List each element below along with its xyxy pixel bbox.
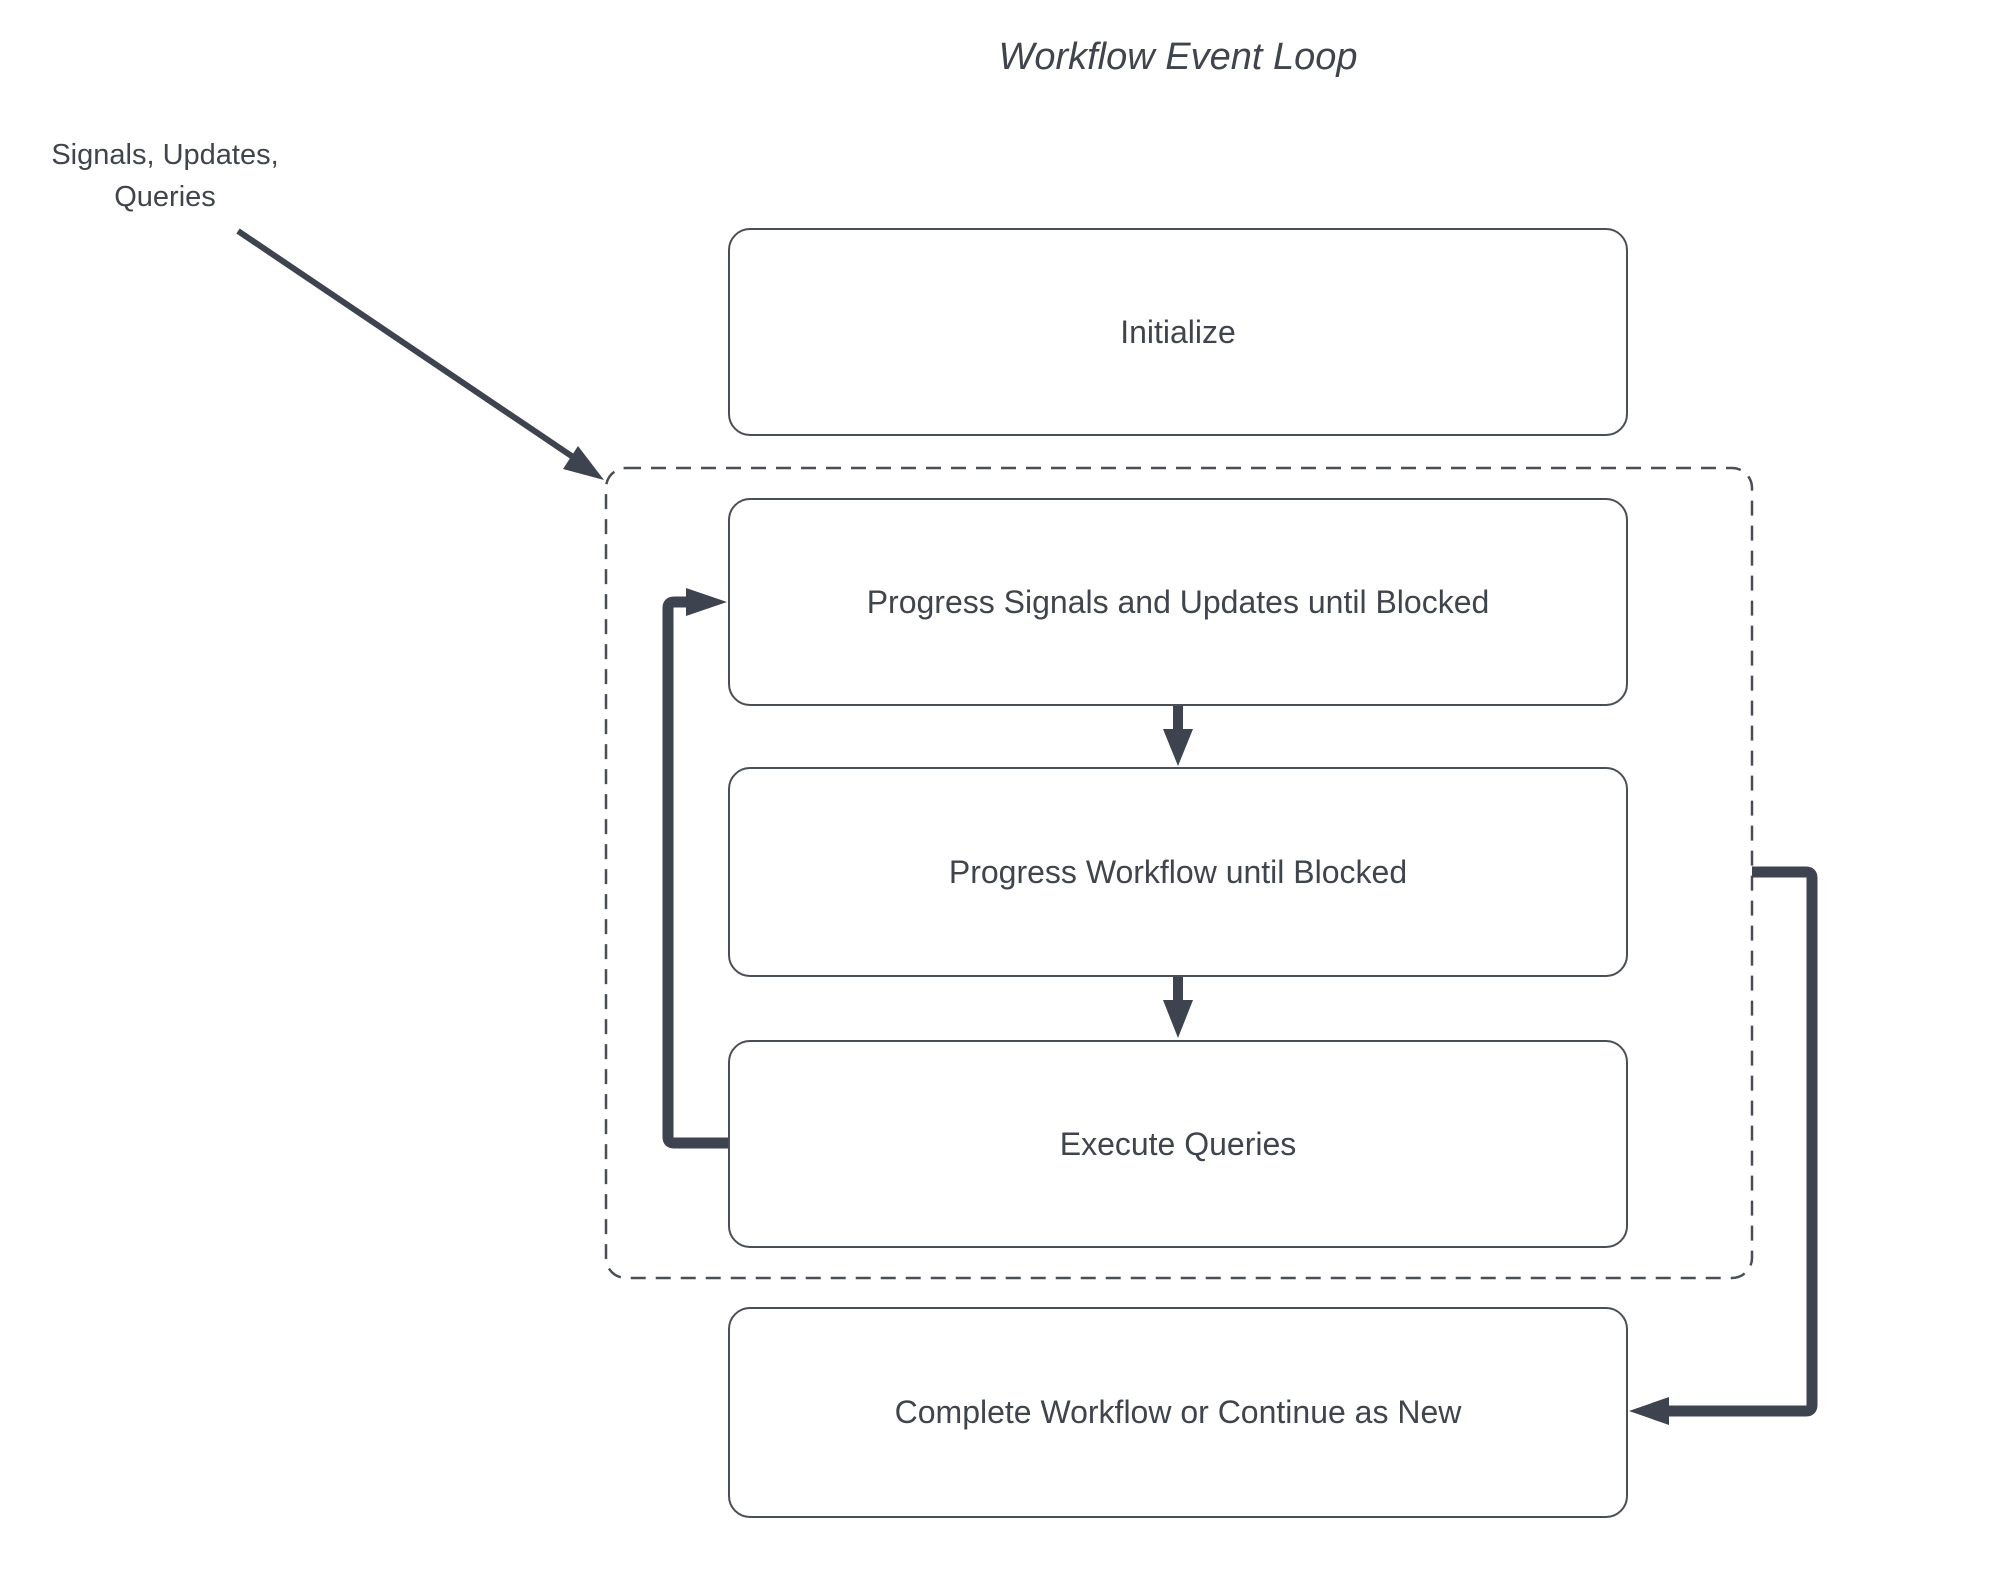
query-loop-arrow-line bbox=[662, 596, 728, 1149]
continue-as-new-arrowhead-icon bbox=[1629, 1397, 1669, 1425]
down-arrow-2 bbox=[1163, 977, 1193, 1038]
node-progress-signals: Progress Signals and Updates until Block… bbox=[728, 498, 1628, 706]
down-arrow-1 bbox=[1163, 706, 1193, 766]
event-loop-boundary bbox=[604, 466, 1754, 1280]
node-initialize-label: Initialize bbox=[1120, 313, 1236, 350]
node-progress-signals-label: Progress Signals and Updates until Block… bbox=[866, 583, 1490, 620]
signals-input-arrow bbox=[236, 228, 604, 480]
down-arrow-1-head-icon bbox=[1163, 729, 1193, 766]
query-loop-arrow bbox=[662, 588, 728, 1149]
node-progress-workflow-label: Progress Workflow until Blocked bbox=[948, 853, 1408, 890]
query-loop-arrowhead-icon bbox=[686, 588, 727, 616]
node-complete-workflow: Complete Workflow or Continue as New bbox=[728, 1307, 1628, 1518]
signals-updates-queries-label: Signals, Updates, Queries bbox=[51, 139, 279, 213]
dashed-boundary-rect bbox=[604, 466, 1754, 1280]
continue-as-new-arrow bbox=[1629, 866, 1818, 1425]
continue-as-new-arrow-line bbox=[1669, 866, 1818, 1417]
node-execute-queries-label: Execute Queries bbox=[1059, 1125, 1297, 1162]
node-complete-workflow-label: Complete Workflow or Continue as New bbox=[894, 1394, 1462, 1430]
node-execute-queries: Execute Queries bbox=[728, 1040, 1628, 1248]
signals-input-arrow-shaft bbox=[236, 228, 575, 460]
node-initialize: Initialize bbox=[728, 228, 1628, 436]
node-progress-workflow: Progress Workflow until Blocked bbox=[728, 767, 1628, 977]
signals-input-arrowhead-icon bbox=[563, 446, 604, 480]
down-arrow-2-head-icon bbox=[1163, 1000, 1193, 1038]
diagram-title: Workflow Event Loop bbox=[998, 36, 1358, 78]
